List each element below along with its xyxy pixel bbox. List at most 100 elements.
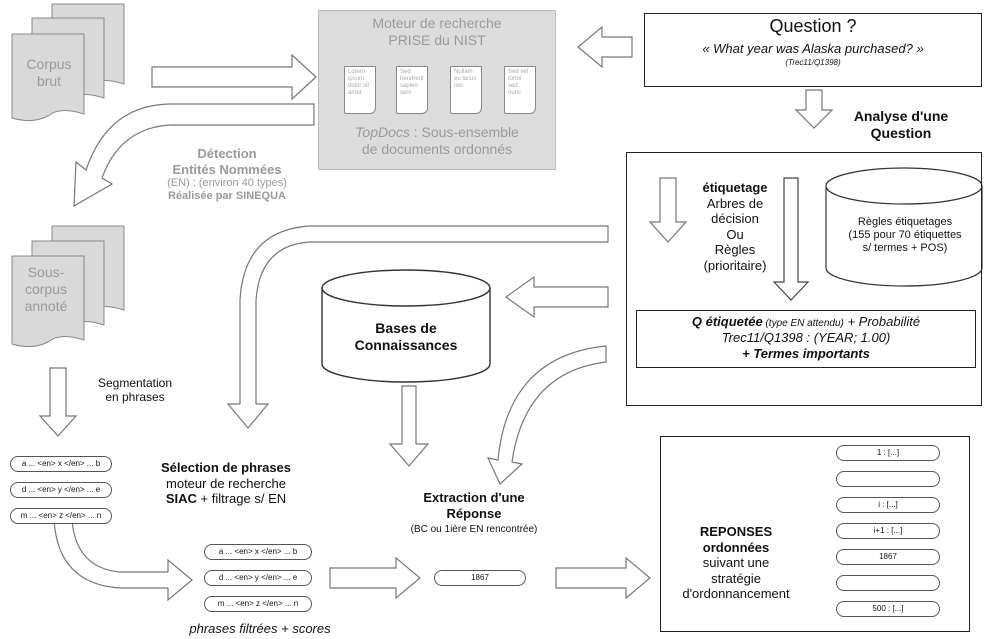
question-content: Question ? « What year was Alaska purcha… <box>644 16 982 68</box>
corpus-doc-front <box>11 33 85 122</box>
analyse-line1: Analyse d'une <box>853 108 949 124</box>
doc-text: Sed <box>400 69 411 75</box>
selection-line3: SIAC + filtrage s/ EN <box>134 491 318 507</box>
bases-cylinder-top <box>321 269 491 307</box>
topdocs-line2: de documents ordonnés <box>361 140 513 157</box>
etiquetage-line: (prioritaire) <box>703 257 767 273</box>
selection-line1: Sélection de phrases <box>160 460 292 475</box>
q-etiquetee-line3: + Termes importants <box>742 345 870 361</box>
responses-line1: REPONSES <box>699 524 773 539</box>
segmentation-line2: en phrases <box>105 390 165 405</box>
etiquetage-title: étiquetage <box>702 180 768 195</box>
analysis-box <box>626 152 982 406</box>
regles-cylinder-top <box>825 167 983 205</box>
regles-line: (155 pour 70 étiquettes <box>848 229 962 242</box>
topdocs-rest: : Sous-ensemble <box>409 124 519 140</box>
responses-line4: stratégie <box>711 570 761 586</box>
response-item: i : [...] <box>836 497 940 513</box>
doc-text: hendrerit <box>400 75 424 82</box>
response-item: 1867 <box>836 549 940 565</box>
topdocs-line1: TopDocs : Sous-ensemble <box>318 124 556 141</box>
responses-box <box>660 436 970 632</box>
regles-cylinder <box>825 186 983 287</box>
regles-line: s/ termes + POS) <box>862 242 948 255</box>
doc-text: Sed vel <box>508 69 529 75</box>
q-etiquetee-prob: + Probabilité <box>843 314 921 329</box>
response-item: 1 : [...] <box>836 445 940 461</box>
q-etiquetee-content: Q étiquetée (type EN attendu) + Probabil… <box>636 314 976 361</box>
q-etiquetee-box <box>636 310 976 368</box>
corpus-label: Corpus brut <box>16 56 82 90</box>
extraction-line1: Extraction d'une <box>423 490 525 505</box>
arrow-analysis-to-extraction <box>486 345 607 485</box>
response-item <box>836 471 940 487</box>
sentence-pill: d ... <en> y </en> ... e <box>10 482 112 498</box>
arrow-filtered-to-extraction <box>329 556 421 600</box>
bases-label: Bases de Connaissances <box>322 320 490 354</box>
bases-cylinder <box>321 288 491 383</box>
detection-line1: Détection <box>197 146 257 161</box>
arrow-bases-down <box>388 385 430 467</box>
analyse-label: Analyse d'une Question <box>836 108 966 142</box>
doc-text: sapien <box>400 82 418 89</box>
question-quote: « What year was Alaska purchased? » <box>702 40 924 56</box>
q-etiquetee-line2: Trec11/Q1398 : (YEAR; 1.00) <box>721 330 891 345</box>
responses-line3: suivant une <box>702 555 770 571</box>
question-ref: (Trec11/Q1398) <box>785 58 841 68</box>
arrow-analysis-to-selection <box>226 225 609 429</box>
segmentation-label: Segmentation en phrases <box>82 376 188 405</box>
bases-line2: Connaissances <box>354 336 458 353</box>
topdocs-caption: TopDocs : Sous-ensemble de documents ord… <box>318 124 556 158</box>
sentence-pill: a ... <en> x </en> ... b <box>10 456 112 472</box>
responses-line2: ordonnées <box>702 539 770 555</box>
regles-label: Règles étiquetages (155 pour 70 étiquett… <box>826 216 984 256</box>
sentence-pill: m ... <en> z </en> ... n <box>10 508 112 524</box>
detection-line4: Réalisée par SINEQUA <box>168 190 286 203</box>
responses-line5: d'ordonnancement <box>682 586 790 602</box>
question-box <box>644 13 982 87</box>
filtered-sentence-pill: m ... <en> z </en> ... n <box>204 596 312 612</box>
arrow-extraction-to-responses <box>555 556 651 600</box>
arrow-engine-to-detection <box>73 103 315 208</box>
extraction-label: Extraction d'une Réponse (BC ou 1ière EN… <box>400 490 548 536</box>
response-item: 500 : [...] <box>836 601 940 617</box>
doc-text: tortor <box>508 75 523 82</box>
doc-text: Nullam <box>454 69 473 75</box>
arrow-sentences-to-filtered <box>53 519 193 602</box>
subcorpus-line1: Sous- <box>27 264 65 280</box>
filtered-caption: phrases filtrées + scores <box>189 621 331 636</box>
arrow-etiquetage-down <box>648 177 688 243</box>
etiquetage-line: Arbres de <box>706 195 764 211</box>
doc-text: ipsum <box>348 75 365 82</box>
subcorpus-line3: annoté <box>24 297 68 314</box>
etiquetage-line: Règles <box>714 242 756 258</box>
doc-text: sem <box>400 89 412 96</box>
q-etiquetee-title: Q étiquetée <box>691 314 763 329</box>
subcorpus-line2: corpus <box>24 280 68 297</box>
response-item <box>836 575 940 591</box>
doc-text: nec <box>454 82 464 89</box>
arrow-question-down <box>794 89 834 129</box>
selection-label: Sélection de phrases moteur de recherche… <box>134 460 318 507</box>
detection-line2: Entités Nommées <box>172 161 282 177</box>
arrow-corpus-to-engine <box>151 53 317 101</box>
q-etiquetee-type: (type EN attendu) <box>762 318 844 329</box>
arrow-question-to-engine <box>577 25 633 69</box>
responses-label: REPONSES ordonnées suivant une stratégie… <box>666 524 806 602</box>
filtered-sentence-pill: d ... <en> y </en> ... e <box>204 570 312 586</box>
doc-text: eu lacus <box>454 75 477 82</box>
corpus-label-line1: Corpus <box>26 56 72 72</box>
search-engine-title: Moteur de recherche PRISE du NIST <box>318 15 556 49</box>
segmentation-line1: Segmentation <box>97 376 173 390</box>
etiquetage-line: Ou <box>726 226 744 242</box>
q-etiquetee-line1: Q étiquetée (type EN attendu) + Probabil… <box>636 314 976 330</box>
etiquetage-line: décision <box>711 211 759 227</box>
doc-text: Lorem <box>348 69 366 75</box>
response-item: i+1 : [...] <box>836 523 940 539</box>
question-title: Question ? <box>769 16 857 36</box>
